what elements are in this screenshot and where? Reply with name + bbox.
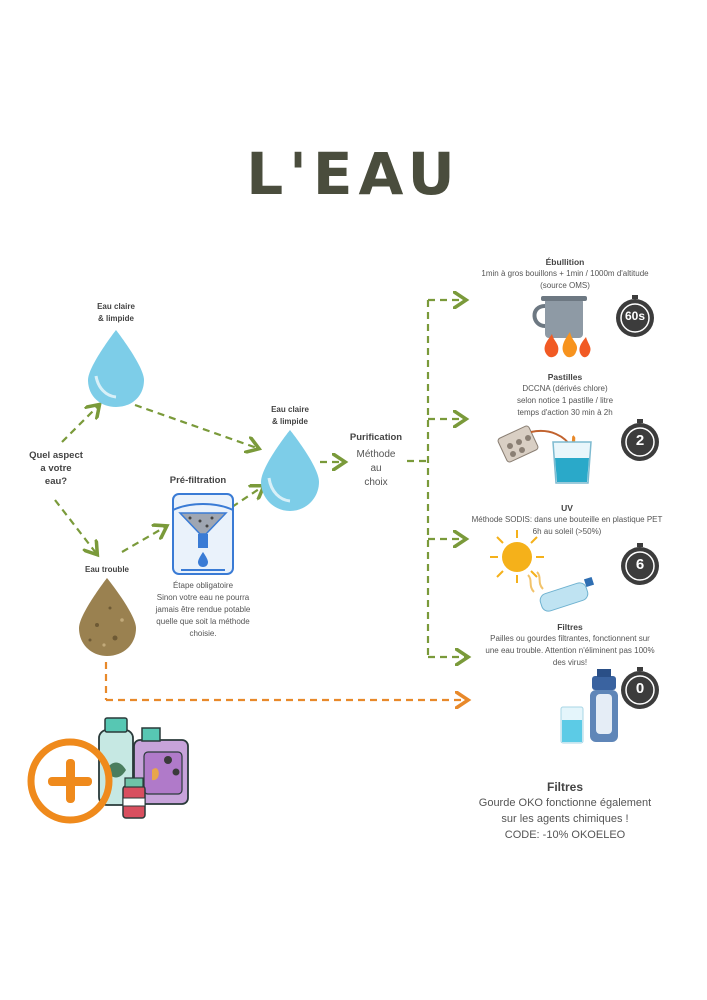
boiling-pot-icon xyxy=(532,296,591,358)
timer-pastilles-icon xyxy=(621,419,659,461)
clear-water-drop-2-icon xyxy=(261,430,319,511)
timer-pastilles-label: 2 xyxy=(635,432,645,449)
page-title: L'EAU xyxy=(246,140,461,208)
plus-icon xyxy=(27,738,113,824)
timer-uv-icon xyxy=(621,543,659,585)
method-ebullition: Ébullition 1min à gros bouillons + 1min … xyxy=(481,257,649,290)
purification-heading: Purification xyxy=(349,432,403,443)
timer-filtres-icon xyxy=(621,667,659,709)
timer-ebullition-label: 60s xyxy=(624,309,646,323)
turbid-water-label: Eau trouble xyxy=(84,565,129,574)
method-pastilles: Pastilles DCCNA (dérivés chlore)selon no… xyxy=(516,372,614,417)
pastilles-icon xyxy=(497,425,592,484)
prefiltration-heading: Pré-filtration xyxy=(169,475,227,486)
arrow-question-to-clear xyxy=(61,406,98,443)
timer-uv-label: 6 xyxy=(635,556,645,573)
prefilter-device-icon xyxy=(172,493,234,575)
arrow-clear-to-clear2 xyxy=(134,403,257,448)
filter-bottle-icon xyxy=(560,669,618,744)
clear-water-label: Eau claire& limpide xyxy=(97,302,135,323)
arrow-question-to-turbid xyxy=(54,499,96,553)
arrow-turbid-to-prefilter xyxy=(121,527,165,553)
method-filtres: Filtres Pailles ou gourdes filtrantes, f… xyxy=(485,622,655,667)
clear-water-2-label: Eau claire& limpide xyxy=(271,405,309,426)
clear-water-drop-icon xyxy=(88,330,144,407)
arrow-turbid-to-bonus xyxy=(104,662,466,700)
arrow-prefilter-to-clear2 xyxy=(231,487,262,508)
sun-bottle-icon xyxy=(490,530,595,612)
chemicals-icon xyxy=(98,717,189,819)
timer-ebullition-icon xyxy=(616,295,654,337)
method-uv: UV Méthode SODIS: dans une bouteille en … xyxy=(471,503,663,536)
timer-filtres-label: 0 xyxy=(635,680,645,697)
turbid-water-drop-icon xyxy=(79,578,136,656)
